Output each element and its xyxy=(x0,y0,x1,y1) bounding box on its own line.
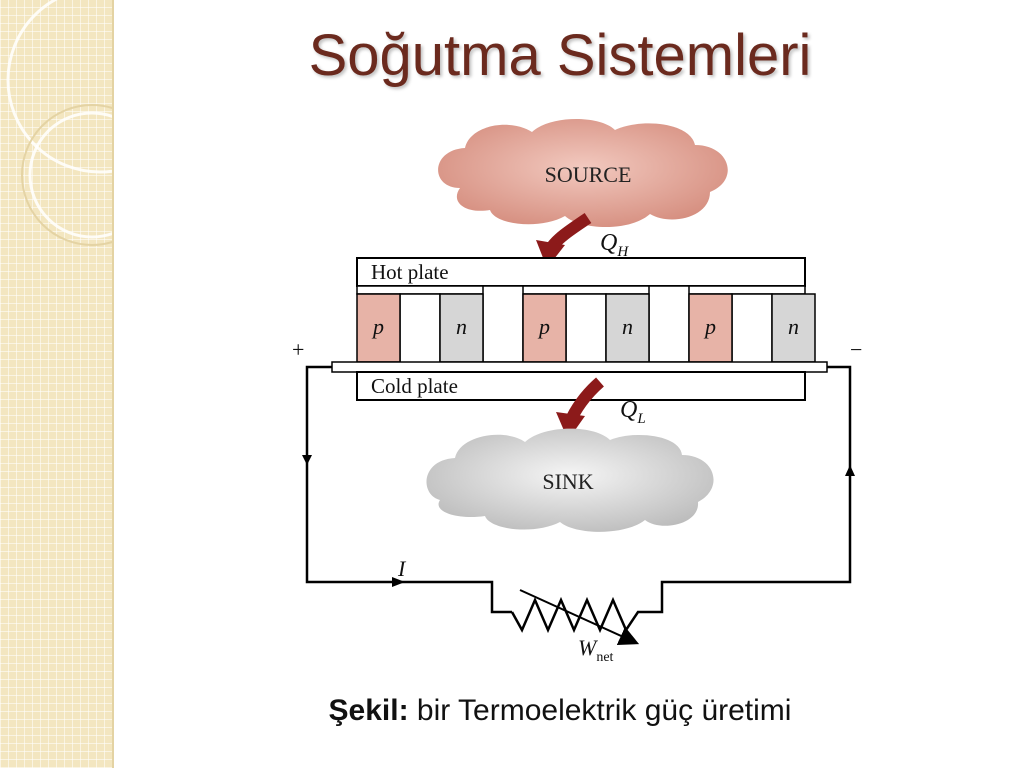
p-leg-label: p xyxy=(537,314,550,339)
hot-plate: Hot plate xyxy=(356,257,806,295)
q-l-subscript: L xyxy=(636,411,645,427)
p-type-leg xyxy=(688,293,733,363)
svg-text:QH: QH xyxy=(600,230,629,260)
p-leg-label: p xyxy=(371,314,384,339)
current-arrow-down xyxy=(302,455,312,465)
q-l-label: Q xyxy=(620,397,637,423)
n-leg-label: n xyxy=(456,314,467,339)
work-output-arrow xyxy=(519,589,640,645)
n-type-leg xyxy=(605,293,650,363)
n-type-leg xyxy=(771,293,816,363)
current-arrow-right xyxy=(392,577,405,587)
svg-text:QL: QL xyxy=(620,397,646,427)
cold-plate-label: Cold plate xyxy=(371,374,458,398)
heat-in-arrow: QH xyxy=(536,213,629,268)
p-type-leg xyxy=(522,293,567,363)
p-leg-label: p xyxy=(703,314,716,339)
leg-connector xyxy=(482,285,524,363)
slide-title: Soğutma Sistemleri xyxy=(308,23,812,88)
current-label: I xyxy=(397,556,407,581)
caption-text: bir Termoelektrik güç üretimi xyxy=(408,694,792,727)
leg-connector xyxy=(565,293,607,371)
hot-plate-label: Hot plate xyxy=(371,260,449,284)
q-h-subscript: H xyxy=(616,244,629,260)
minus-terminal-label: − xyxy=(850,337,862,362)
work-subscript: net xyxy=(596,650,613,665)
heat-out-arrow: QL xyxy=(556,377,646,440)
q-h-label: Q xyxy=(600,230,617,256)
cold-plate: Cold plate xyxy=(331,361,828,401)
current-arrow-up xyxy=(845,465,855,476)
decorative-side-band xyxy=(0,0,114,768)
sink-cloud: SINK xyxy=(426,428,714,532)
leg-connector xyxy=(648,285,690,363)
leg-connector xyxy=(399,293,441,371)
caption-prefix: Şekil: xyxy=(328,694,409,727)
leg-connector xyxy=(731,293,773,371)
sink-label: SINK xyxy=(542,469,593,494)
source-label: SOURCE xyxy=(545,162,632,187)
svg-text:Wnet: Wnet xyxy=(578,635,614,665)
n-leg-label: n xyxy=(788,314,799,339)
work-label: W xyxy=(578,635,598,660)
figure-caption: Şekil: bir Termoelektrik güç üretimi xyxy=(150,694,970,728)
decorative-circles xyxy=(6,0,112,246)
plus-terminal-label: + xyxy=(292,337,304,362)
n-leg-label: n xyxy=(622,314,633,339)
source-cloud: SOURCE xyxy=(438,118,728,227)
